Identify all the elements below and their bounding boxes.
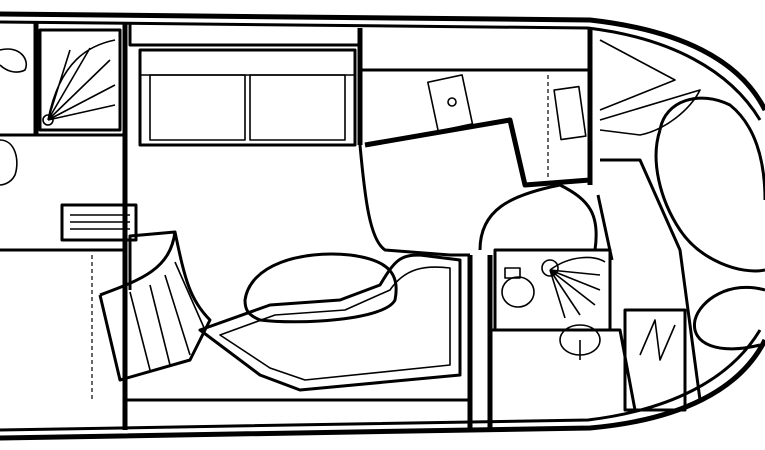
salon-settee xyxy=(128,22,360,147)
hull-inner-line xyxy=(0,20,762,432)
bulkheads xyxy=(0,22,593,430)
forward-head xyxy=(478,183,637,411)
aft-head xyxy=(0,28,138,400)
hull-outline xyxy=(0,11,765,441)
galley xyxy=(358,68,591,257)
forward-cabin xyxy=(599,39,765,412)
dinette xyxy=(198,252,462,392)
companionway-stairs xyxy=(98,230,212,382)
